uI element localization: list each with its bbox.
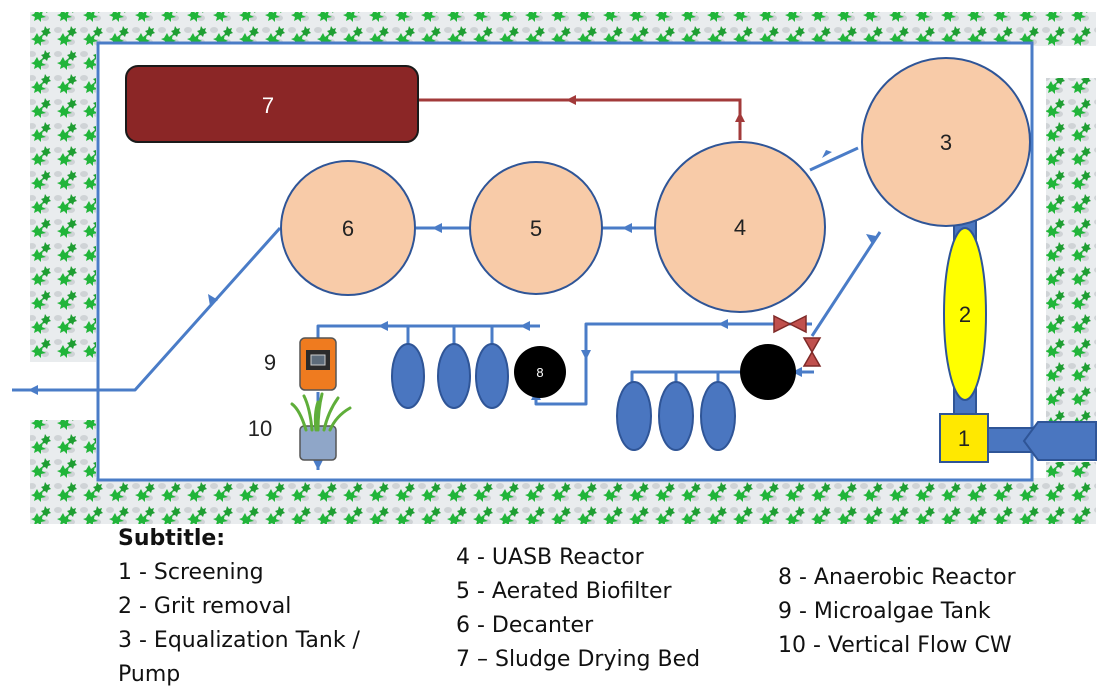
valve-vertical	[802, 337, 822, 367]
arrow-filters-2	[378, 321, 388, 331]
label-1: 1	[958, 426, 970, 451]
legend-item: 2 - Grit removal	[118, 594, 292, 619]
filter-tank	[658, 381, 694, 451]
unit-5-aerated-biofilter: 5	[469, 161, 603, 295]
arrow-outlet-1	[208, 294, 218, 306]
lower-filter-group	[616, 344, 796, 451]
filter-tank	[391, 343, 425, 409]
valve-horizontal	[773, 314, 807, 334]
arrow-to-10	[313, 460, 323, 470]
label-7: 7	[262, 93, 274, 118]
label-3: 3	[940, 130, 952, 155]
label-2: 2	[959, 302, 971, 327]
filter-tank	[437, 343, 471, 409]
unit-6-decanter: 6	[280, 160, 416, 296]
pipe-filters-to-9	[316, 324, 540, 340]
label-9: 9	[264, 350, 276, 375]
anaerobic-reactor-lower	[740, 344, 796, 400]
arrow-3-4	[822, 150, 832, 158]
pipe-3-to-4	[809, 146, 859, 172]
legend-item: 9 - Microalgae Tank	[778, 599, 991, 624]
arrow-3-valves	[866, 234, 876, 244]
sludge-pipe	[418, 95, 745, 140]
arrow-lower	[792, 367, 802, 377]
filter-tank	[475, 343, 509, 409]
arrow-valves-2	[581, 350, 591, 360]
arrow-filters-1	[520, 321, 530, 331]
legend-item: 3 - Equalization Tank /	[118, 628, 360, 653]
label-6: 6	[342, 216, 354, 241]
legend-col-2: 4 - UASB Reactor 5 - Aerated Biofilter 6…	[456, 541, 700, 677]
legend-item: 8 - Anaerobic Reactor	[778, 565, 1016, 590]
legend-item: 1 - Screening	[118, 560, 264, 585]
unit-4-uasb-reactor: 4	[654, 141, 826, 313]
hedge-left-upper	[30, 12, 96, 362]
hedge-top	[30, 12, 1096, 46]
legend-item: 10 - Vertical Flow CW	[778, 633, 1012, 658]
filter-tank	[616, 381, 652, 451]
unit-10-vertical-flow-cw: 10	[248, 392, 352, 461]
pipe-3-to-valves	[810, 231, 882, 337]
hedge-border	[30, 12, 1096, 524]
pipe-outlet	[12, 226, 282, 392]
legend-item: 7 – Sludge Drying Bed	[456, 647, 701, 672]
valves	[773, 314, 822, 367]
upper-filter-group	[391, 326, 509, 409]
legend-col-3: 8 - Anaerobic Reactor 9 - Microalgae Tan…	[778, 561, 1016, 663]
unit-2-grit-removal: 2	[943, 207, 987, 421]
label-4: 4	[734, 215, 746, 240]
hedge-right-lower	[1046, 462, 1096, 524]
arrow-5-6	[432, 223, 442, 233]
arrow-4-5	[622, 223, 632, 233]
arrow-outlet-2	[28, 385, 38, 395]
legend-col-1: Subtitle: 1 - Screening 2 - Grit removal…	[118, 522, 360, 692]
legend-item: 4 - UASB Reactor	[456, 545, 644, 570]
arrow-valves-1	[718, 319, 728, 329]
hedge-bottom	[30, 478, 1096, 524]
legend-item: 6 - Decanter	[456, 613, 594, 638]
unit-8-anaerobic-reactor: 8	[514, 346, 566, 398]
unit-9-microalgae-tank: 9	[264, 337, 337, 391]
label-10: 10	[248, 416, 272, 441]
inlet-pipe	[987, 421, 1097, 461]
legend-item: Pump	[118, 662, 181, 687]
label-8: 8	[536, 365, 543, 380]
unit-1-screening: 1	[939, 413, 989, 463]
label-5: 5	[530, 216, 542, 241]
filter-tank	[700, 381, 736, 451]
unit-7-sludge-drying-bed: 7	[125, 65, 419, 143]
hedge-right-upper	[1046, 78, 1096, 426]
legend-title: Subtitle:	[118, 526, 226, 551]
unit-3-equalization-tank: 3	[861, 57, 1031, 227]
legend-item: 5 - Aerated Biofilter	[456, 579, 672, 604]
